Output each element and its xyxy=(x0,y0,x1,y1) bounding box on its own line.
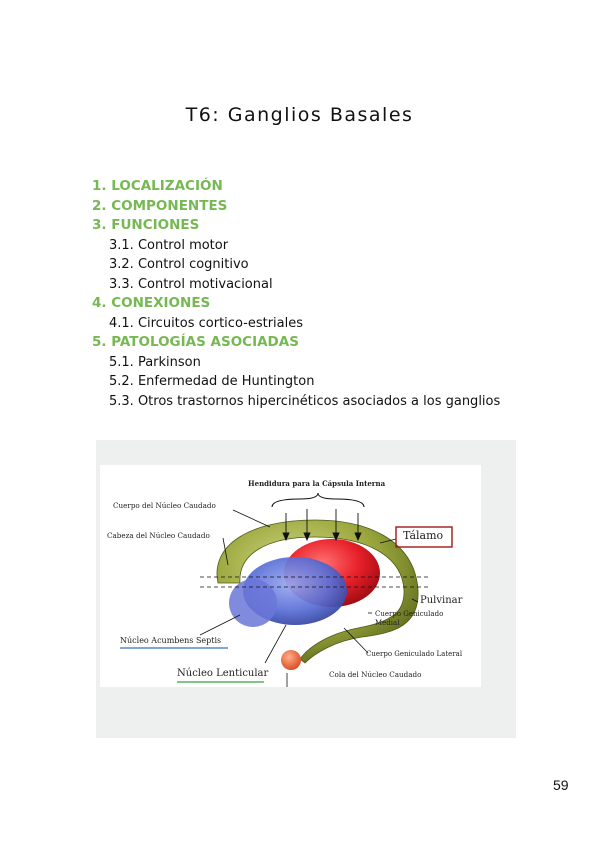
hendidura-bracket xyxy=(271,492,365,508)
toc-item-control-cognitivo: 3.2. Control cognitivo xyxy=(109,257,249,272)
toc-section-localizacion: 1. LOCALIZACIÓN xyxy=(92,178,223,194)
hendidura-arrows xyxy=(282,509,362,542)
basal-ganglia-figure: Hendidura para la Cápsula Interna Cuerpo… xyxy=(100,465,481,687)
toc-item-control-motor: 3.1. Control motor xyxy=(109,237,229,253)
caudate-nucleus-shape xyxy=(216,519,419,664)
toc-section-conexiones: 4. CONEXIONES xyxy=(92,295,211,311)
label-talamo: Tálamo xyxy=(403,529,444,542)
label-acumbens: Núcleo Acumbens Septis xyxy=(120,636,222,645)
talamo-box xyxy=(395,526,453,548)
acumbens-shape xyxy=(229,579,277,627)
toc-item-parkinson: 5.1. Parkinson xyxy=(109,354,201,370)
label-hendidura: Hendidura para la Cápsula Interna xyxy=(248,479,386,488)
label-geniculado-medial: Cuerpo Geniculado Medial xyxy=(375,610,444,627)
label-cola-caudado: Cola del Núcleo Caudado xyxy=(329,670,422,679)
label-geniculado-lateral: Cuerpo Geniculado Lateral xyxy=(366,650,463,658)
page-number: 59 xyxy=(553,777,569,793)
leader-lines xyxy=(199,509,419,687)
label-cuerpo-caudado: Cuerpo del Núcleo Caudado xyxy=(113,501,216,510)
toc-item-control-motivacional: 3.3. Control motivacional xyxy=(109,276,273,292)
toc-item-huntington: 5.2. Enfermedad de Huntington xyxy=(109,374,315,389)
basal-ganglia-diagram xyxy=(120,492,453,687)
label-cabeza-caudado: Cabeza del Núcleo Caudado xyxy=(107,531,210,540)
page-title: T6: Ganglios Basales xyxy=(185,104,414,126)
toc-item-circuitos: 4.1. Circuitos cortico-estriales xyxy=(109,315,304,331)
label-lenticular: Núcleo Lenticular xyxy=(177,668,269,679)
toc-section-componentes: 2. COMPONENTES xyxy=(92,197,228,214)
amygdala-shape xyxy=(281,650,301,670)
toc-section-patologias: 5. PATOLOGÍAS ASOCIADAS xyxy=(92,334,299,350)
table-of-contents: 1. LOCALIZACIÓN 2. COMPONENTES 3. FUNCIO… xyxy=(92,177,592,411)
toc-section-funciones: 3. FUNCIONES xyxy=(92,217,200,233)
toc-item-otros-trastornos: 5.3. Otros trastornos hipercinéticos aso… xyxy=(109,393,501,409)
label-pulvinar: Pulvinar xyxy=(420,595,463,606)
